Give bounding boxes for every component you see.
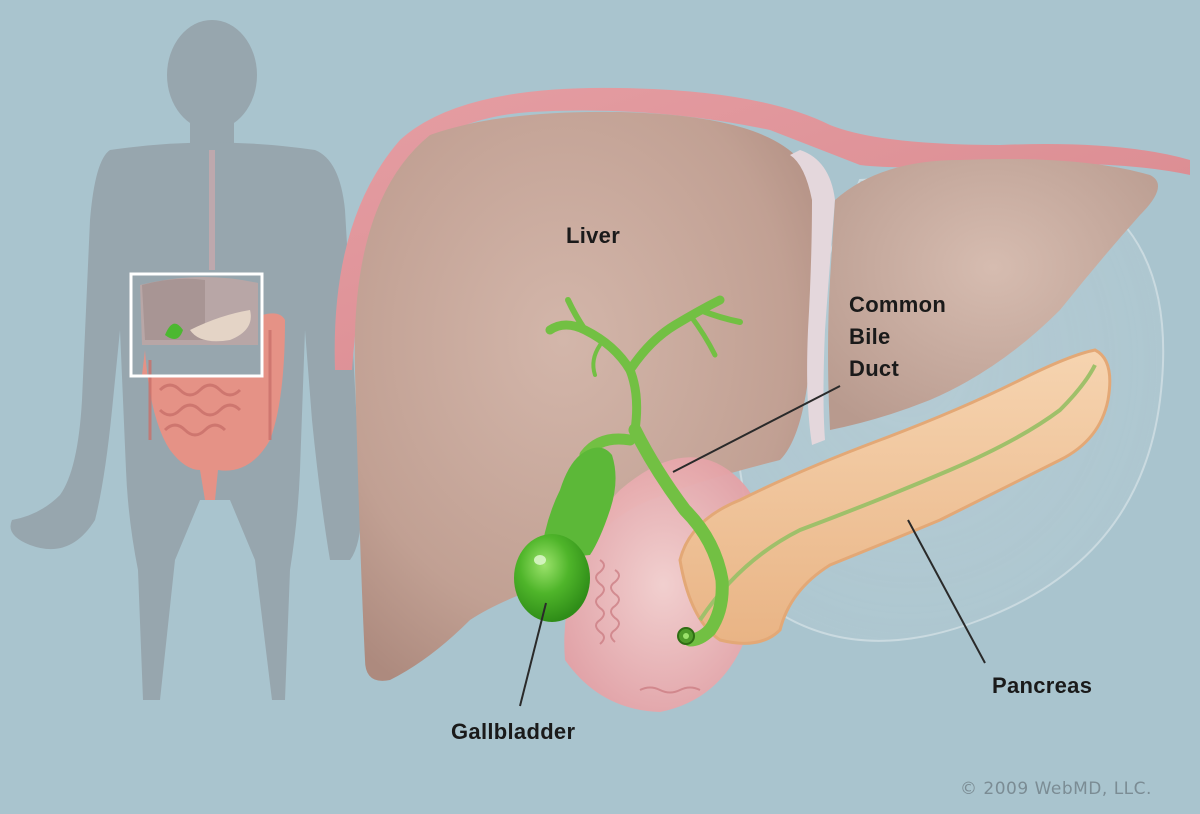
label-gallbladder: Gallbladder — [451, 719, 576, 744]
leader-gallbladder — [519, 602, 547, 707]
inset-organs — [129, 272, 285, 500]
pancreatic-duct — [698, 364, 1097, 622]
label-common-bile-duct-line-2: Bile — [849, 324, 891, 349]
copyright-notice: © 2009 WebMD, LLC. — [960, 779, 1152, 799]
liver-right-lobe — [354, 111, 819, 681]
inset-highlight-box — [129, 272, 264, 378]
label-common-bile-duct-line-3: Duct — [849, 356, 900, 381]
label-pancreas: Pancreas — [992, 673, 1093, 698]
leader-common-bile-duct — [672, 385, 841, 473]
body-silhouette — [10, 20, 362, 700]
label-common-bile-duct-line-1: Common — [849, 292, 947, 317]
label-liver: Liver — [566, 223, 621, 248]
gallbladder-neck — [540, 447, 616, 560]
liver-left-lobe — [828, 159, 1158, 430]
label-common-bile-duct: Common Bile Duct — [849, 289, 946, 385]
liver-capsule — [334, 87, 1191, 371]
leader-pancreas — [907, 519, 986, 664]
pancreas — [678, 348, 1112, 645]
falciform-ligament — [790, 150, 835, 445]
gallbladder — [514, 534, 590, 622]
